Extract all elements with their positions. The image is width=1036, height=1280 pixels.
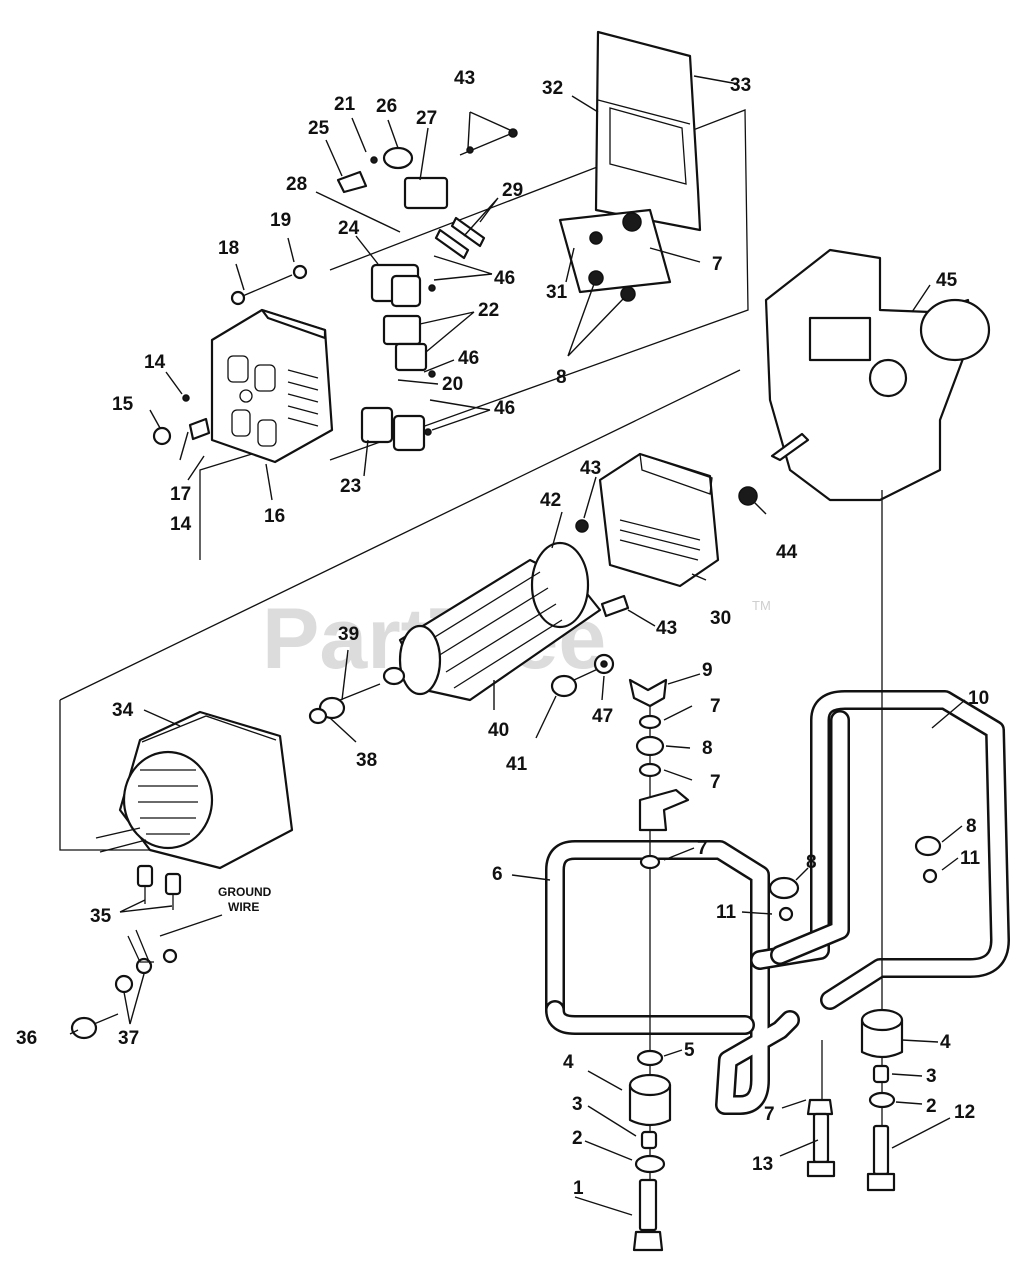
end-bell [95,710,294,870]
callout-45: 45 [936,270,958,291]
callout-36: 36 [16,1028,37,1049]
callout-6: 6 [492,864,503,885]
callout-7-a: 7 [710,696,721,717]
callout-21: 21 [334,94,356,115]
callout-32: 32 [542,78,563,99]
callout-8-c: 8 [966,816,977,837]
callout-28: 28 [286,174,307,195]
callout-30: 30 [710,608,731,629]
callout-46-b: 46 [458,348,479,369]
callout-41: 41 [506,754,528,775]
callout-34: 34 [112,700,134,721]
callout-39: 39 [338,624,359,645]
callout-37: 37 [118,1028,139,1049]
callout-26: 26 [376,96,397,117]
watermark-tm: TM [752,598,771,613]
callout-13: 13 [752,1154,773,1175]
callout-3-left: 3 [572,1094,583,1115]
callout-3-right: 3 [926,1066,937,1087]
callout-29: 29 [502,180,523,201]
callout-5: 5 [684,1040,695,1061]
callout-24: 24 [338,218,360,239]
callout-14-a: 14 [144,352,166,373]
callout-20: 20 [442,374,463,395]
callout-23: 23 [340,476,361,497]
callout-7-d: 7 [764,1104,775,1125]
ground-wire-line1: GROUND [218,885,272,899]
callout-12: 12 [954,1102,975,1123]
callout-4-right: 4 [940,1032,951,1053]
callout-1: 1 [573,1178,584,1199]
callout-16: 16 [264,506,285,527]
ground-wire-line2: WIRE [228,900,259,914]
callout-8-a: 8 [702,738,713,759]
bearing [308,683,381,725]
callout-7-e: 7 [712,254,723,275]
center-hardware [628,678,690,870]
callout-43-a: 43 [454,68,475,89]
mounts [628,835,942,1252]
callout-7-c: 7 [697,838,708,859]
callout-27: 27 [416,108,437,129]
fasteners [70,653,615,1040]
callout-2-left: 2 [572,1128,583,1149]
callout-44: 44 [776,542,798,563]
callout-15: 15 [112,394,134,415]
callout-35: 35 [90,906,112,927]
callout-47: 47 [592,706,613,727]
callout-22: 22 [478,300,499,321]
callout-38: 38 [356,750,377,771]
leader-lines [69,75,966,1216]
callout-11-right: 11 [960,848,981,869]
callout-43-c: 43 [656,618,677,639]
callout-42: 42 [540,490,561,511]
engine [738,248,991,506]
small-parts-top [152,146,414,446]
stator-housing [575,452,720,588]
muffler-shield [558,30,702,302]
callout-8-d: 8 [556,367,567,388]
callout-11-left: 11 [716,902,737,923]
callout-31: 31 [546,282,568,303]
callout-2-right: 2 [926,1096,937,1117]
callout-9: 9 [702,660,713,681]
callout-4-left: 4 [563,1052,574,1073]
rotor [382,541,630,702]
callout-19: 19 [270,210,291,231]
callout-46-c: 46 [494,398,515,419]
callout-17: 17 [170,484,191,505]
callout-7-b: 7 [710,772,721,793]
breaker [403,128,518,260]
callout-43-b: 43 [580,458,601,479]
frame [545,690,1010,1115]
receptacles [360,263,436,452]
callout-14-b: 14 [170,514,192,535]
callout-46-a: 46 [494,268,515,289]
callout-labels: 1 2 2 3 3 4 4 5 6 7 7 7 7 7 8 8 8 8 9 10… [16,68,989,1199]
control-panel [210,308,334,464]
callout-18: 18 [218,238,239,259]
callout-33: 33 [730,75,751,96]
callout-10: 10 [968,688,989,709]
callout-8-b: 8 [806,852,817,873]
ground-wire: GROUND WIRE [127,885,272,963]
callout-40: 40 [488,720,509,741]
callout-25: 25 [308,118,330,139]
